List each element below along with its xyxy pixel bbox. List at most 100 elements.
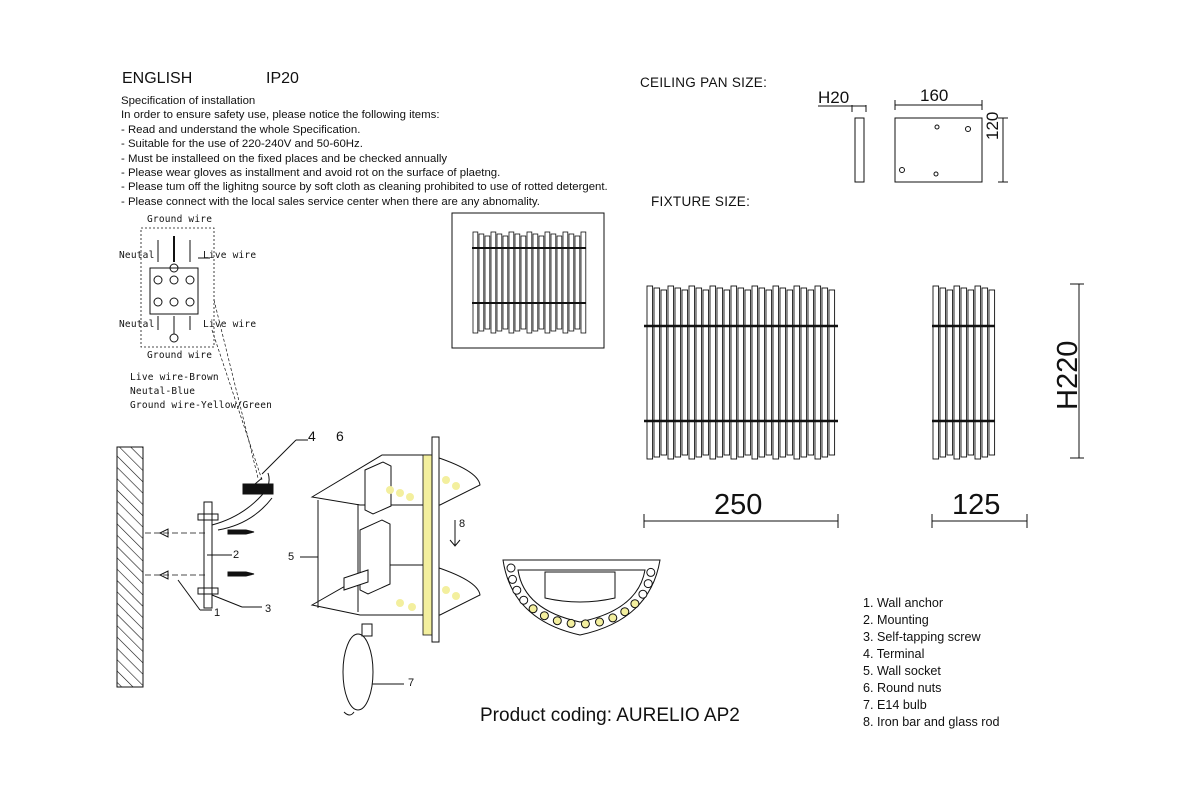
callout-3: 3 [265,603,272,615]
glass-rod-tip [452,592,460,600]
language-label: ENGLISH [122,70,193,87]
glass-rod [660,289,668,456]
glass-rod [821,287,829,458]
glass-rod [793,285,801,460]
base-scallop [508,574,517,584]
fixture-depth-dim: 125 [952,489,1001,521]
legend-item: 2. Mounting [863,613,929,627]
pan-depth-dim: H20 [818,88,850,107]
base-plate-detail [502,559,661,636]
legend-item: 6. Round nuts [863,681,942,695]
live-wire-bottom-label: Live wire [203,319,257,330]
ip-rating-label: IP20 [266,70,299,87]
fixture-width-dim: 250 [714,489,763,521]
glass-rod [709,285,717,460]
ceiling-pan-front-view [894,100,1008,183]
glass-rod [716,287,724,458]
glass-rod [646,285,654,460]
glass-rod-tip [442,586,450,594]
glass-rod-tip [452,482,460,490]
glass-rod [508,231,515,334]
glass-rod [946,289,954,456]
parts-legend: 1. Wall anchor 2. Mounting 3. Self-tappi… [863,595,1000,731]
glass-rod [828,289,836,456]
neutal-top-label: Neutal [119,250,155,261]
callout-2: 2 [233,549,240,561]
legend-item: 7. E14 bulb [863,698,927,712]
fixture-front-view [643,285,839,528]
color-ground-label: Ground wire-Yellow/Green [130,400,273,411]
base-scallop [620,607,630,617]
glass-rod [800,287,808,458]
base-scallop [566,618,576,628]
base-scallop [552,616,562,626]
glass-rod [772,285,780,460]
base-scallop [506,563,516,573]
glass-rod [695,287,703,458]
legend-item: 3. Self-tapping screw [863,630,981,644]
glass-rod [490,231,497,334]
glass-rod [960,287,968,458]
glass-rod [988,289,996,456]
callout-8: 8 [459,518,466,530]
spec-item: - Suitable for the use of 220-240V and 5… [121,138,363,151]
glass-rod-tip [396,489,404,497]
callout-1: 1 [214,607,221,619]
glass-rod [779,287,787,458]
callout-5: 5 [288,551,295,563]
fixture-side-view [931,283,1084,528]
glass-rod [932,285,940,460]
ground-wire-top-label: Ground wire [147,214,213,225]
glass-rod [737,287,745,458]
glass-rod [526,231,533,334]
glass-rod [953,285,961,460]
glass-rod [544,231,551,334]
spec-item: - Please wear gloves as installment and … [121,167,501,180]
glass-rod [520,235,527,330]
glass-rod [751,285,759,460]
base-scallop [643,579,653,589]
neutal-bottom-label: Neutal [119,319,155,330]
glass-rod [574,235,581,330]
glass-rod [496,233,503,332]
legend-item: 4. Terminal [863,647,925,661]
glass-rod [807,289,815,456]
glass-rod [514,233,521,332]
base-scallop [512,585,522,595]
wall-section [116,446,144,688]
glass-rod [653,287,661,458]
glass-rod-tip [442,476,450,484]
spec-intro: In order to ensure safety use, please no… [121,109,440,122]
legend-item: 1. Wall anchor [863,596,944,610]
fixture-preview-box [451,212,605,349]
glass-rod [786,289,794,456]
base-scallop [608,613,618,623]
base-scallop [580,619,590,629]
legend-item: 8. Iron bar and glass rod [863,715,1000,729]
live-wire-top-label: Live wire [203,250,257,261]
glass-rod-tip [396,599,404,607]
base-scallop [630,599,640,609]
glass-rod [502,235,509,330]
pan-width-dim: 160 [920,86,949,105]
glass-rod [723,289,731,456]
glass-rod [814,285,822,460]
ground-wire-bottom-label: Ground wire [147,350,213,361]
color-live-label: Live wire-Brown [130,372,219,383]
glass-rod [702,289,710,456]
glass-rod [472,231,479,334]
ceiling-pan-title: CEILING PAN SIZE: [640,75,768,90]
fixture-size-title: FIXTURE SIZE: [651,194,751,209]
glass-rod [744,289,752,456]
glass-rod [981,287,989,458]
mounting-bracket [145,439,308,611]
glass-rod [478,233,485,332]
glass-rod [568,233,575,332]
product-coding: Product coding: AURELIO AP2 [480,705,740,726]
glass-rod [667,285,675,460]
glass-rod [550,233,557,332]
callout-7: 7 [408,677,415,689]
callout-4: 4 [308,428,316,444]
glass-rod [484,235,491,330]
